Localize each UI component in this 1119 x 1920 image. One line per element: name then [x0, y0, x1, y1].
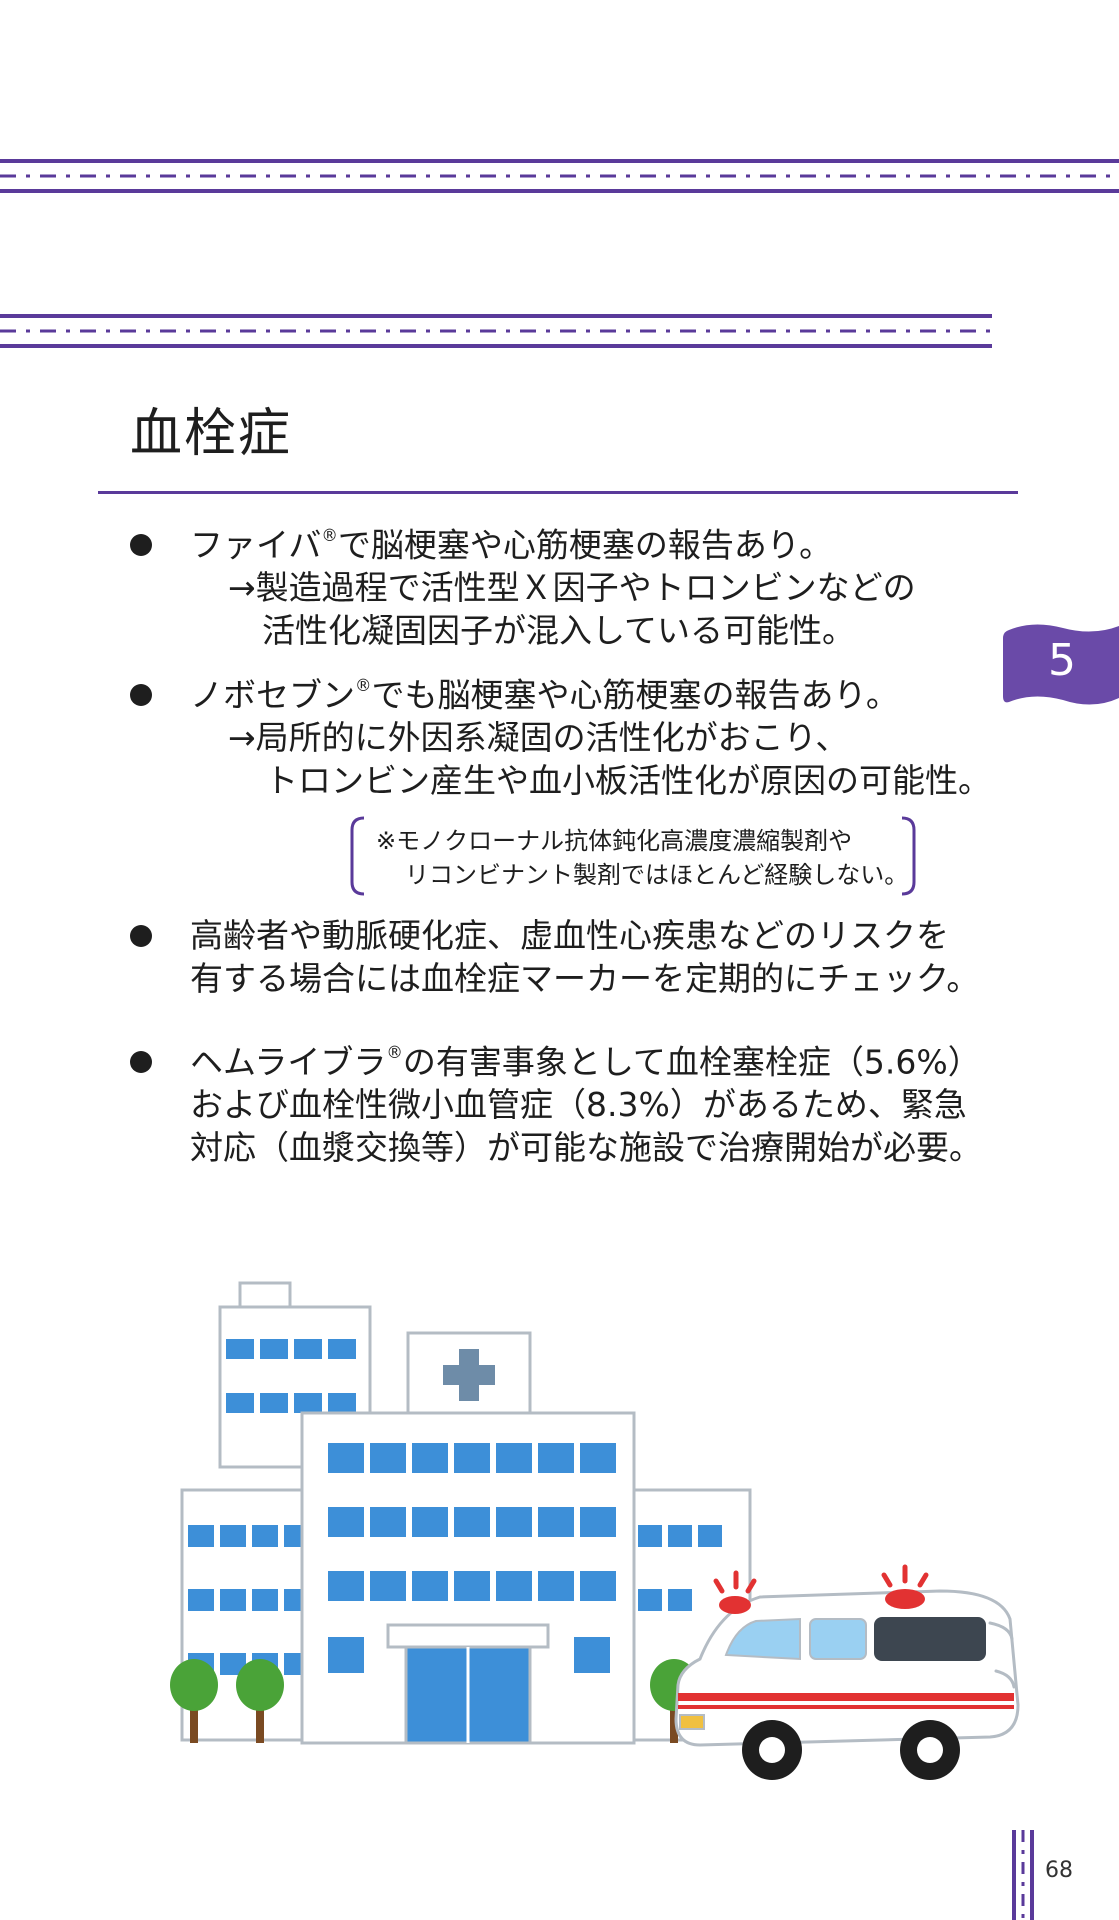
registered-mark: ®	[386, 1043, 403, 1062]
bullet-1-text: ファイバ	[190, 525, 322, 565]
bullet-2-line-2: →局所的に外因系凝固の活性化がおこり、	[228, 718, 849, 757]
bullet-4-text: ヘムライブラ	[190, 1042, 387, 1082]
hospital-illustration	[170, 1281, 1020, 1780]
bullet-4-line-1: ヘムライブラ®の有害事象として血栓塞栓症（5.6%）	[190, 1042, 981, 1082]
bullet-2-text: ノボセブン	[190, 675, 355, 715]
hospital-building-icon	[180, 1281, 752, 1745]
bullet-2-line-3: トロンビン産生や血小板活性化が原因の可能性。	[265, 761, 991, 800]
page-number: 68	[1045, 1858, 1073, 1883]
bullet-4-line-2: および血栓性微小血管症（8.3%）があるため、緊急	[190, 1085, 967, 1124]
bullet-dot	[130, 925, 152, 947]
ambulance-icon	[674, 1564, 1020, 1780]
bullet-1-text-after: で脳梗塞や心筋梗塞の報告あり。	[337, 525, 833, 565]
page-title: 血栓症	[130, 404, 293, 464]
bullet-2-line-1: ノボセブン®でも脳梗塞や心筋梗塞の報告あり。	[190, 675, 899, 715]
chapter-number: 5	[1048, 635, 1076, 686]
tree-icon	[170, 1659, 698, 1743]
header-band-bottom	[0, 313, 992, 349]
header-band-top	[0, 158, 1119, 194]
bullet-1-line-1: ファイバ®で脳梗塞や心筋梗塞の報告あり。	[190, 525, 833, 565]
bullet-dot	[130, 534, 152, 556]
medical-cross-icon	[443, 1349, 495, 1401]
chapter-tab	[1003, 624, 1119, 705]
registered-mark: ®	[355, 676, 372, 695]
title-underline	[98, 491, 1018, 494]
bullet-4-line-3: 対応（血漿交換等）が可能な施設で治療開始が必要。	[190, 1128, 982, 1167]
page-marker-bars	[1012, 1830, 1034, 1920]
note-bracket	[350, 816, 916, 896]
bullet-4-text-after: の有害事象として血栓塞栓症（5.6%）	[402, 1042, 981, 1082]
note-line-2: リコンビナント製剤ではほとんど経験しない。	[405, 861, 909, 889]
bullet-1-line-2: →製造過程で活性型Ｘ因子やトロンビンなどの	[228, 568, 916, 607]
bullet-dot	[130, 684, 152, 706]
bullet-2-text-after: でも脳梗塞や心筋梗塞の報告あり。	[371, 675, 899, 715]
bullet-dot	[130, 1051, 152, 1073]
bullet-1-line-3: 活性化凝固因子が混入している可能性。	[262, 611, 856, 650]
registered-mark: ®	[321, 526, 338, 545]
bullet-3-line-1: 高齢者や動脈硬化症、虚血性心疾患などのリスクを	[190, 916, 949, 955]
bullet-3-line-2: 有する場合には血栓症マーカーを定期的にチェック。	[190, 959, 980, 998]
note-line-1: ※モノクローナル抗体鈍化高濃度濃縮製剤や	[376, 827, 853, 855]
